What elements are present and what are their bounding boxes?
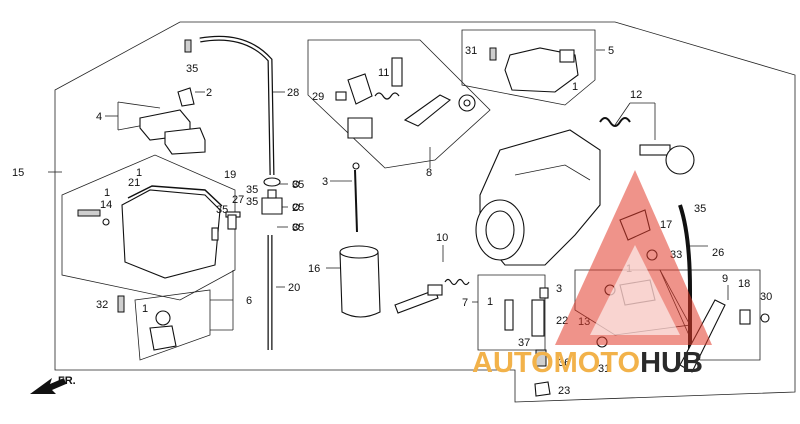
callout-7: 7 [462,297,468,309]
callout-1: 1 [142,303,148,315]
throttle-drum [665,145,695,175]
callout-1: 1 [104,187,110,199]
drain-bolt-washer [155,310,171,326]
callout-31: 31 [598,363,610,375]
small-screw-27 [227,214,237,230]
callout-26: 26 [712,247,724,259]
callout-5: 5 [608,45,614,57]
callout-10: 10 [436,232,448,244]
watermark-logo: AUTOMOTOHUB [472,170,712,379]
callout-32: 32 [96,299,108,311]
callout-3: 3 [322,176,328,188]
float-chamber-box [61,154,236,301]
callout-35: 35 [694,203,706,215]
callout-16: 16 [308,263,320,275]
vent-tube [199,35,275,176]
callout-35: 35 [216,204,228,216]
drain-bolt [149,325,177,351]
callout-1: 1 [572,81,578,93]
jet-36 [535,349,547,367]
callout-30: 30 [760,291,772,303]
link-bracket [347,117,373,139]
callout-15: 15 [12,167,24,179]
callout-4: 4 [96,111,102,123]
callout-3: 3 [556,283,562,295]
top-cover-box [461,29,596,106]
callout-28: 28 [287,87,299,99]
callout-35: 35 [292,222,304,234]
direction-label: FR. [58,375,76,387]
chamber-screw [117,295,125,313]
leader-lines [48,49,729,331]
callout-9: 9 [722,273,728,285]
callout-27: 27 [232,194,244,206]
heat-insulator-b [164,127,206,155]
link-spring [374,92,400,100]
overflow-tube [678,204,692,360]
main-assembly-outline [54,21,796,403]
callout-1: 1 [136,167,142,179]
callout-25: 25 [292,202,304,214]
banjo-fitting [261,197,283,215]
tube-clip [263,177,281,187]
callout-2: 2 [206,87,212,99]
callout-19: 19 [224,169,236,181]
screw-30 [760,313,770,323]
callout-37: 37 [518,337,530,349]
watermark-hub: HUB [640,347,703,379]
callout-20: 20 [288,282,300,294]
main-jet [531,299,545,337]
callout-6: 6 [246,295,252,307]
callout-21: 21 [128,177,140,189]
return-spring [599,117,631,127]
pilot-spring [444,278,470,286]
callout-11: 11 [378,67,389,79]
callout-31: 31 [465,45,477,57]
float-chamber [121,189,221,279]
throttle-shaft [639,144,671,156]
callout-23: 23 [558,385,570,397]
callout-35: 35 [246,184,258,196]
cover-screw [489,47,497,61]
front-direction-indicator: FR. [30,375,76,394]
callout-8: 8 [426,167,432,179]
pump-rod-18 [739,309,751,325]
drain-bolt-box [134,289,211,361]
callout-35: 35 [292,179,304,191]
jet-needle [354,169,358,233]
callout-17: 17 [660,219,672,231]
arrow-icon [30,378,66,394]
jet-holder [211,227,219,241]
callout-35: 35 [246,196,258,208]
float-chamber-screw [77,209,101,217]
link-bolt [391,57,403,87]
small-screw-top [184,39,192,53]
vent-cap [177,87,195,107]
watermark-auto: AUTO [472,347,554,379]
callout-18: 18 [738,278,750,290]
callout-35: 35 [186,63,198,75]
callout-1: 1 [487,296,493,308]
callout-14: 14 [100,199,112,211]
link-kit-box [307,39,491,169]
callout-36: 36 [558,357,570,369]
pilot-screw [394,289,439,314]
callout-12: 12 [630,89,642,101]
drain-plug-23 [534,381,551,397]
needle-jet [504,299,514,331]
throttle-link-arm [403,94,452,127]
link-plate [347,73,373,105]
watermark-moto: MOTO [554,347,640,379]
callout-29: 29 [312,91,324,103]
link-nut [335,91,347,101]
float-chamber-gasket [127,185,223,207]
watermark-text: AUTOMOTOHUB [472,347,703,379]
